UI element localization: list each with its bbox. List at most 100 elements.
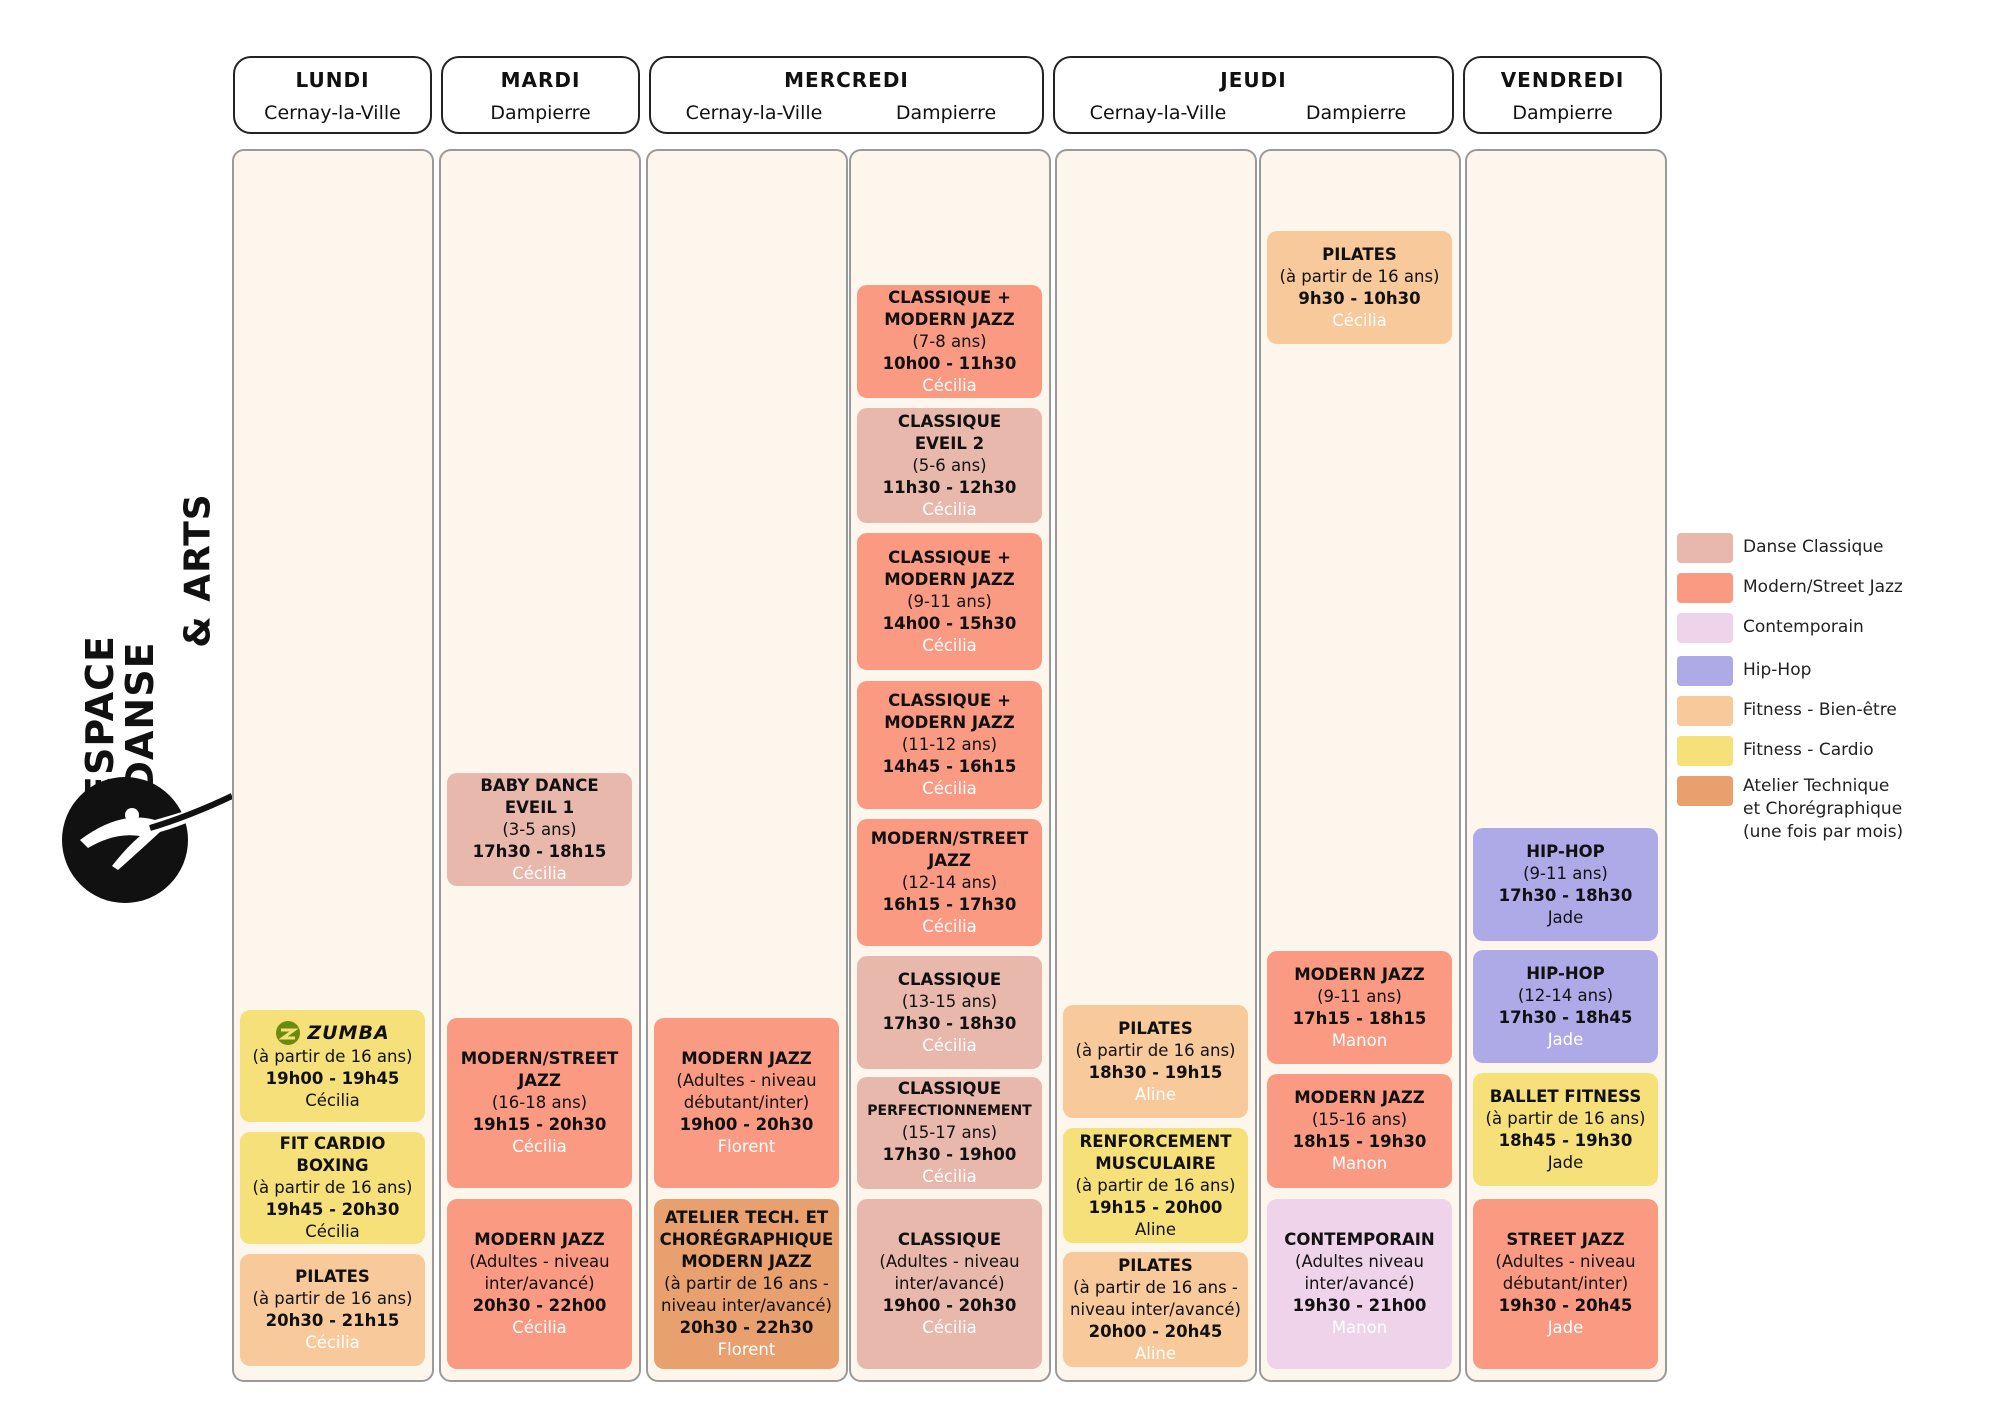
class-card[interactable]: MODERN/STREET JAZZ (12-14 ans) 16h15 - 1… [857,819,1042,946]
class-title: ATELIER TECH. ET CHORÉGRAPHIQUE MODERN J… [659,1208,834,1271]
class-teacher: Cécilia [922,375,977,395]
day-header-mercredi: MERCREDI Cernay-la-Ville Dampierre [649,56,1044,134]
class-teacher: Aline [1134,1343,1177,1363]
legend-label: Danse Classique [1743,537,1884,557]
class-age: (12-14 ans) [901,872,998,892]
class-card[interactable]: CLASSIQUE + MODERN JAZZ (9-11 ans) 14h00… [857,533,1042,670]
legend-label: Fitness - Bien-être [1743,700,1897,720]
class-teacher: Cécilia [922,779,977,798]
class-hours: 17h30 - 18h30 [1498,885,1633,905]
class-title: RENFORCEMENT MUSCULAIRE [1079,1131,1232,1173]
legend-swatch [1677,533,1733,563]
legend-swatch [1677,613,1733,643]
class-age: (11-12 ans) [901,735,998,754]
zumba-logo: ZUMBA [244,1020,421,1046]
class-card[interactable]: RENFORCEMENT MUSCULAIRE (à partir de 16 … [1063,1128,1248,1243]
class-title: ZUMBA [307,1022,390,1044]
class-teacher: Cécilia [512,1137,567,1156]
legend-swatch [1677,696,1733,726]
class-age: (Adultes niveau inter/avancé) [1295,1252,1424,1293]
class-card[interactable]: CLASSIQUE PERFECTIONNEMENT (15-17 ans) 1… [857,1077,1042,1189]
dancer-logo-icon [62,777,234,903]
day-name: MERCREDI [784,68,909,92]
day-location: Dampierre [490,102,591,124]
class-teacher: Jade [1547,1029,1584,1049]
class-title: MODERN JAZZ [681,1049,812,1068]
class-hours: 17h30 - 18h45 [1498,1007,1633,1027]
class-hours: 9h30 - 10h30 [1298,288,1421,308]
class-card[interactable]: ATELIER TECH. ET CHORÉGRAPHIQUE MODERN J… [654,1199,839,1369]
class-card[interactable]: MODERN/STREET JAZZ (16-18 ans) 19h15 - 2… [447,1018,632,1188]
zumba-icon [276,1021,301,1045]
class-age: (12-14 ans) [1517,985,1614,1005]
class-hours: 16h15 - 17h30 [882,894,1017,914]
class-teacher: Cécilia [922,499,977,519]
class-teacher: Aline [1134,1219,1177,1239]
logo-text-danse: DANSE [118,641,162,793]
class-card[interactable]: BABY DANCE EVEIL 1 (3-5 ans) 17h30 - 18h… [447,773,632,886]
class-card[interactable]: FIT CARDIO BOXING (à partir de 16 ans) 1… [240,1132,425,1244]
class-teacher: Manon [1331,1318,1388,1337]
class-age: (à partir de 16 ans) [252,1289,413,1308]
class-card[interactable]: MODERN JAZZ (Adultes - niveau débutant/i… [654,1018,839,1188]
legend-swatch [1677,736,1733,766]
class-title: BALLET FITNESS [1489,1086,1642,1106]
class-age: (7-8 ans) [912,331,987,351]
legend-swatch [1677,573,1733,603]
column-vendredi [1465,149,1667,1382]
class-card[interactable]: CLASSIQUE + MODERN JAZZ (7-8 ans) 10h00 … [857,285,1042,398]
class-card[interactable]: MODERN JAZZ (9-11 ans) 17h15 - 18h15 Man… [1267,951,1452,1064]
legend-swatch [1677,656,1733,686]
class-age: (à partir de 16 ans) [1279,266,1440,286]
class-subtitle: PERFECTIONNEMENT [867,1103,1032,1119]
class-age: (9-11 ans) [907,591,992,611]
class-title: CLASSIQUE + MODERN JAZZ [884,691,1015,732]
class-teacher: Cécilia [305,1091,360,1110]
class-age: (Adultes - niveau inter/avancé) [879,1252,1020,1293]
legend-label: Modern/Street Jazz [1743,577,1903,597]
day-location: Dampierre [1305,102,1407,124]
class-card[interactable]: CLASSIQUE (Adultes - niveau inter/avancé… [857,1199,1042,1369]
class-card[interactable]: PILATES (à partir de 16 ans - niveau int… [1063,1252,1248,1367]
class-hours: 14h00 - 15h30 [882,613,1017,633]
class-hours: 14h45 - 16h15 [882,757,1017,776]
class-age: (Adultes - niveau débutant/inter) [676,1071,817,1112]
class-teacher: Florent [717,1340,776,1359]
class-card[interactable]: PILATES (à partir de 16 ans) 20h30 - 21h… [240,1254,425,1366]
legend-label: Contemporain [1743,617,1864,637]
class-card[interactable]: BALLET FITNESS (à partir de 16 ans) 18h4… [1473,1073,1658,1186]
day-location: Dampierre [895,102,997,124]
class-hours: 20h30 - 22h30 [679,1318,814,1337]
class-card[interactable]: CLASSIQUE (13-15 ans) 17h30 - 18h30 Céci… [857,956,1042,1069]
class-card[interactable]: PILATES (à partir de 16 ans) 9h30 - 10h3… [1267,231,1452,344]
class-teacher: Jade [1547,1318,1584,1337]
class-card[interactable]: ZUMBA (à partir de 16 ans) 19h00 - 19h45… [240,1010,425,1122]
class-age: (à partir de 16 ans) [252,1178,413,1197]
class-card[interactable]: HIP-HOP (9-11 ans) 17h30 - 18h30 Jade [1473,828,1658,941]
class-card[interactable]: STREET JAZZ (Adultes - niveau débutant/i… [1473,1199,1658,1369]
class-card[interactable]: MODERN JAZZ (Adultes - niveau inter/avan… [447,1199,632,1369]
class-hours: 19h15 - 20h00 [1088,1197,1223,1217]
day-location: Dampierre [1512,102,1613,124]
class-card[interactable]: CLASSIQUE EVEIL 2 (5-6 ans) 11h30 - 12h3… [857,408,1042,523]
class-title: MODERN JAZZ [1294,1088,1425,1107]
legend-label: Fitness - Cardio [1743,740,1874,760]
column-mercredi-cernay [646,149,848,1382]
class-hours: 17h15 - 18h15 [1292,1008,1427,1028]
class-age: (16-18 ans) [491,1093,588,1112]
day-location: Cernay-la-Ville [264,102,401,124]
class-card[interactable]: HIP-HOP (12-14 ans) 17h30 - 18h45 Jade [1473,950,1658,1063]
class-teacher: Cécilia [305,1333,360,1352]
class-card[interactable]: CONTEMPORAIN (Adultes niveau inter/avanc… [1267,1199,1452,1369]
class-age: (à partir de 16 ans - niveau inter/avanc… [661,1274,832,1315]
class-card[interactable]: PILATES (à partir de 16 ans) 18h30 - 19h… [1063,1005,1248,1118]
class-hours: 19h00 - 20h30 [679,1115,814,1134]
class-teacher: Cécilia [305,1222,360,1241]
class-card[interactable]: CLASSIQUE + MODERN JAZZ (11-12 ans) 14h4… [857,681,1042,809]
class-card[interactable]: MODERN JAZZ (15-16 ans) 18h15 - 19h30 Ma… [1267,1074,1452,1188]
class-teacher: Jade [1547,1152,1584,1172]
class-teacher: Cécilia [1332,310,1387,330]
class-title: CLASSIQUE + MODERN JAZZ [884,287,1015,329]
day-location: Cernay-la-Ville [685,102,823,124]
class-title: CLASSIQUE [897,1079,1002,1098]
